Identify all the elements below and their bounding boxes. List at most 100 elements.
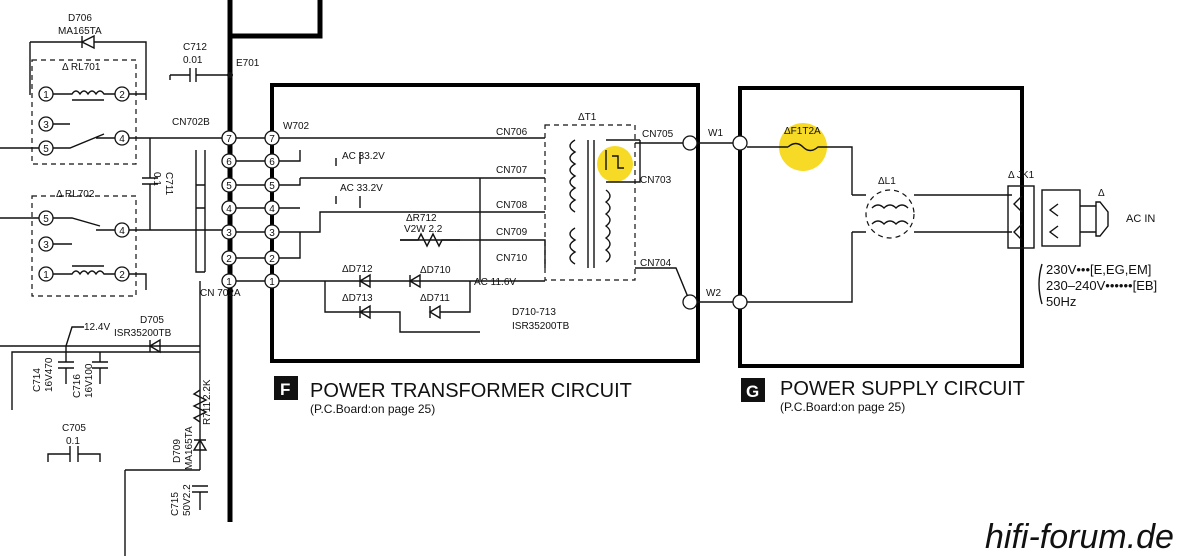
w1-pin-a	[682, 135, 698, 151]
d710-label: ΔD710	[420, 265, 451, 276]
section-g-letter: G	[746, 382, 759, 401]
ac-mid-label: AC 11.6V	[474, 277, 516, 288]
w702-pins: 7 6 5 4 3 2 1	[264, 130, 280, 289]
rl702-pin2-num: 2	[119, 270, 125, 281]
d709-diode	[192, 438, 208, 451]
r711-value: 2.2K	[202, 379, 213, 400]
f-out-wiring	[635, 142, 735, 303]
c705-value: 0.1	[66, 436, 80, 447]
f-wiring	[279, 137, 546, 282]
rl701-pin2-num: 2	[119, 90, 125, 101]
rl702-pin1-num: 1	[43, 270, 49, 281]
svg-text:1: 1	[226, 277, 232, 288]
d711-label: ΔD711	[420, 293, 450, 304]
d-range-ref: D710-713	[512, 307, 556, 318]
g-wiring	[747, 194, 1012, 303]
rl701-pin5-num: 5	[43, 144, 49, 155]
w1-label: W1	[708, 128, 723, 139]
rl701-box	[31, 59, 137, 165]
d705-part: ISR35200TB	[114, 328, 172, 339]
v124-label: 12.4V	[84, 322, 110, 333]
section-g-subtitle: (P.C.Board:on page 25)	[780, 400, 905, 414]
section-f-subtitle: (P.C.Board:on page 25)	[310, 402, 435, 416]
d706-part: MA165TA	[58, 26, 102, 37]
w2-label: W2	[706, 288, 721, 299]
watermark: hifi-forum.de	[985, 518, 1174, 556]
section-g-badge	[741, 378, 765, 402]
ac-plug-mark: Δ	[1098, 188, 1105, 199]
left-bus-lines	[0, 281, 201, 556]
voltage-line-1: 230V•••[E,EG,EM]	[1046, 262, 1151, 277]
cn702b-label: CN702B	[172, 117, 210, 128]
cn706-label: CN706	[496, 127, 528, 138]
f1-fuse	[747, 142, 853, 195]
section-f-badge	[274, 376, 298, 400]
rl701-contact	[53, 123, 115, 149]
cn702b-pins: 7 6 5 4 3 2 1	[221, 130, 237, 289]
svg-text:6: 6	[226, 157, 232, 168]
svg-text:6: 6	[269, 157, 275, 168]
cn705-label: CN705	[642, 129, 674, 140]
d706-ref: D706	[68, 13, 92, 24]
ac-plug-pins	[1048, 203, 1096, 239]
svg-text:2: 2	[226, 254, 232, 265]
diode-bridge	[324, 273, 480, 333]
d705-diode	[148, 338, 161, 354]
t1-core	[587, 140, 595, 268]
ac2-label: AC 33.2V	[340, 183, 383, 194]
top-conductor	[232, 0, 323, 39]
rl701-coil	[53, 90, 115, 101]
ac-plug-body	[1041, 189, 1081, 247]
highlight-t1-fuse	[597, 146, 633, 182]
d-range-part: ISR35200TB	[512, 321, 570, 332]
rl701-pin1-num: 1	[43, 90, 49, 101]
w1-pin-b	[732, 135, 748, 151]
jk1-label: Δ JK1	[1008, 170, 1035, 181]
e701-label: E701	[236, 58, 260, 69]
d713-label: ΔD713	[342, 293, 373, 304]
d706-diode	[30, 34, 147, 100]
c711-ref: C711	[163, 172, 174, 196]
c712-value: 0.01	[183, 55, 203, 66]
voltage-line-2: 230–240V••••••[EB]	[1046, 278, 1157, 293]
svg-text:4: 4	[226, 204, 232, 215]
rl702-contact	[53, 217, 115, 245]
cn709-label: CN709	[496, 227, 528, 238]
r711-resistor	[192, 389, 208, 423]
c705-ref: C705	[62, 423, 86, 434]
w702-label: W702	[283, 121, 310, 132]
c712-cap	[169, 68, 230, 82]
l1-choke	[865, 189, 915, 239]
svg-text:3: 3	[226, 228, 232, 239]
svg-text:5: 5	[226, 181, 232, 192]
v124-arrow	[65, 326, 84, 347]
c715-cap	[192, 485, 208, 510]
svg-text:1: 1	[269, 277, 275, 288]
voltage-bracket	[1038, 263, 1043, 305]
rl702-box	[31, 195, 137, 297]
rl701-wires	[0, 93, 230, 149]
svg-text:5: 5	[269, 181, 275, 192]
cn710-label: CN710	[496, 253, 528, 264]
section-g-title: POWER SUPPLY CIRCUIT	[780, 378, 1025, 400]
rl702-pin5-num: 5	[43, 214, 49, 225]
section-f-letter: F	[280, 380, 290, 399]
r712-resistor	[400, 232, 460, 248]
c711-cap	[142, 138, 158, 230]
d709-part: MA165TA	[184, 426, 195, 470]
c716-value: 16V100	[84, 363, 95, 398]
t1-thermal-fuse	[605, 139, 641, 183]
rl701-pin3-num: 3	[43, 120, 49, 131]
c714-cap	[58, 346, 108, 384]
c714-value: 16V470	[44, 357, 55, 392]
t1-primary	[569, 139, 577, 265]
jk1-contacts	[1013, 195, 1023, 241]
cn707-label: CN707	[496, 165, 528, 176]
e701-node	[227, 72, 233, 78]
rl702-label: Δ RL702	[56, 189, 95, 200]
c715-ref: C715	[170, 492, 181, 516]
svg-text:3: 3	[269, 228, 275, 239]
c711-value: 0.1	[151, 172, 162, 186]
r712-ref: ΔR712	[406, 213, 437, 224]
